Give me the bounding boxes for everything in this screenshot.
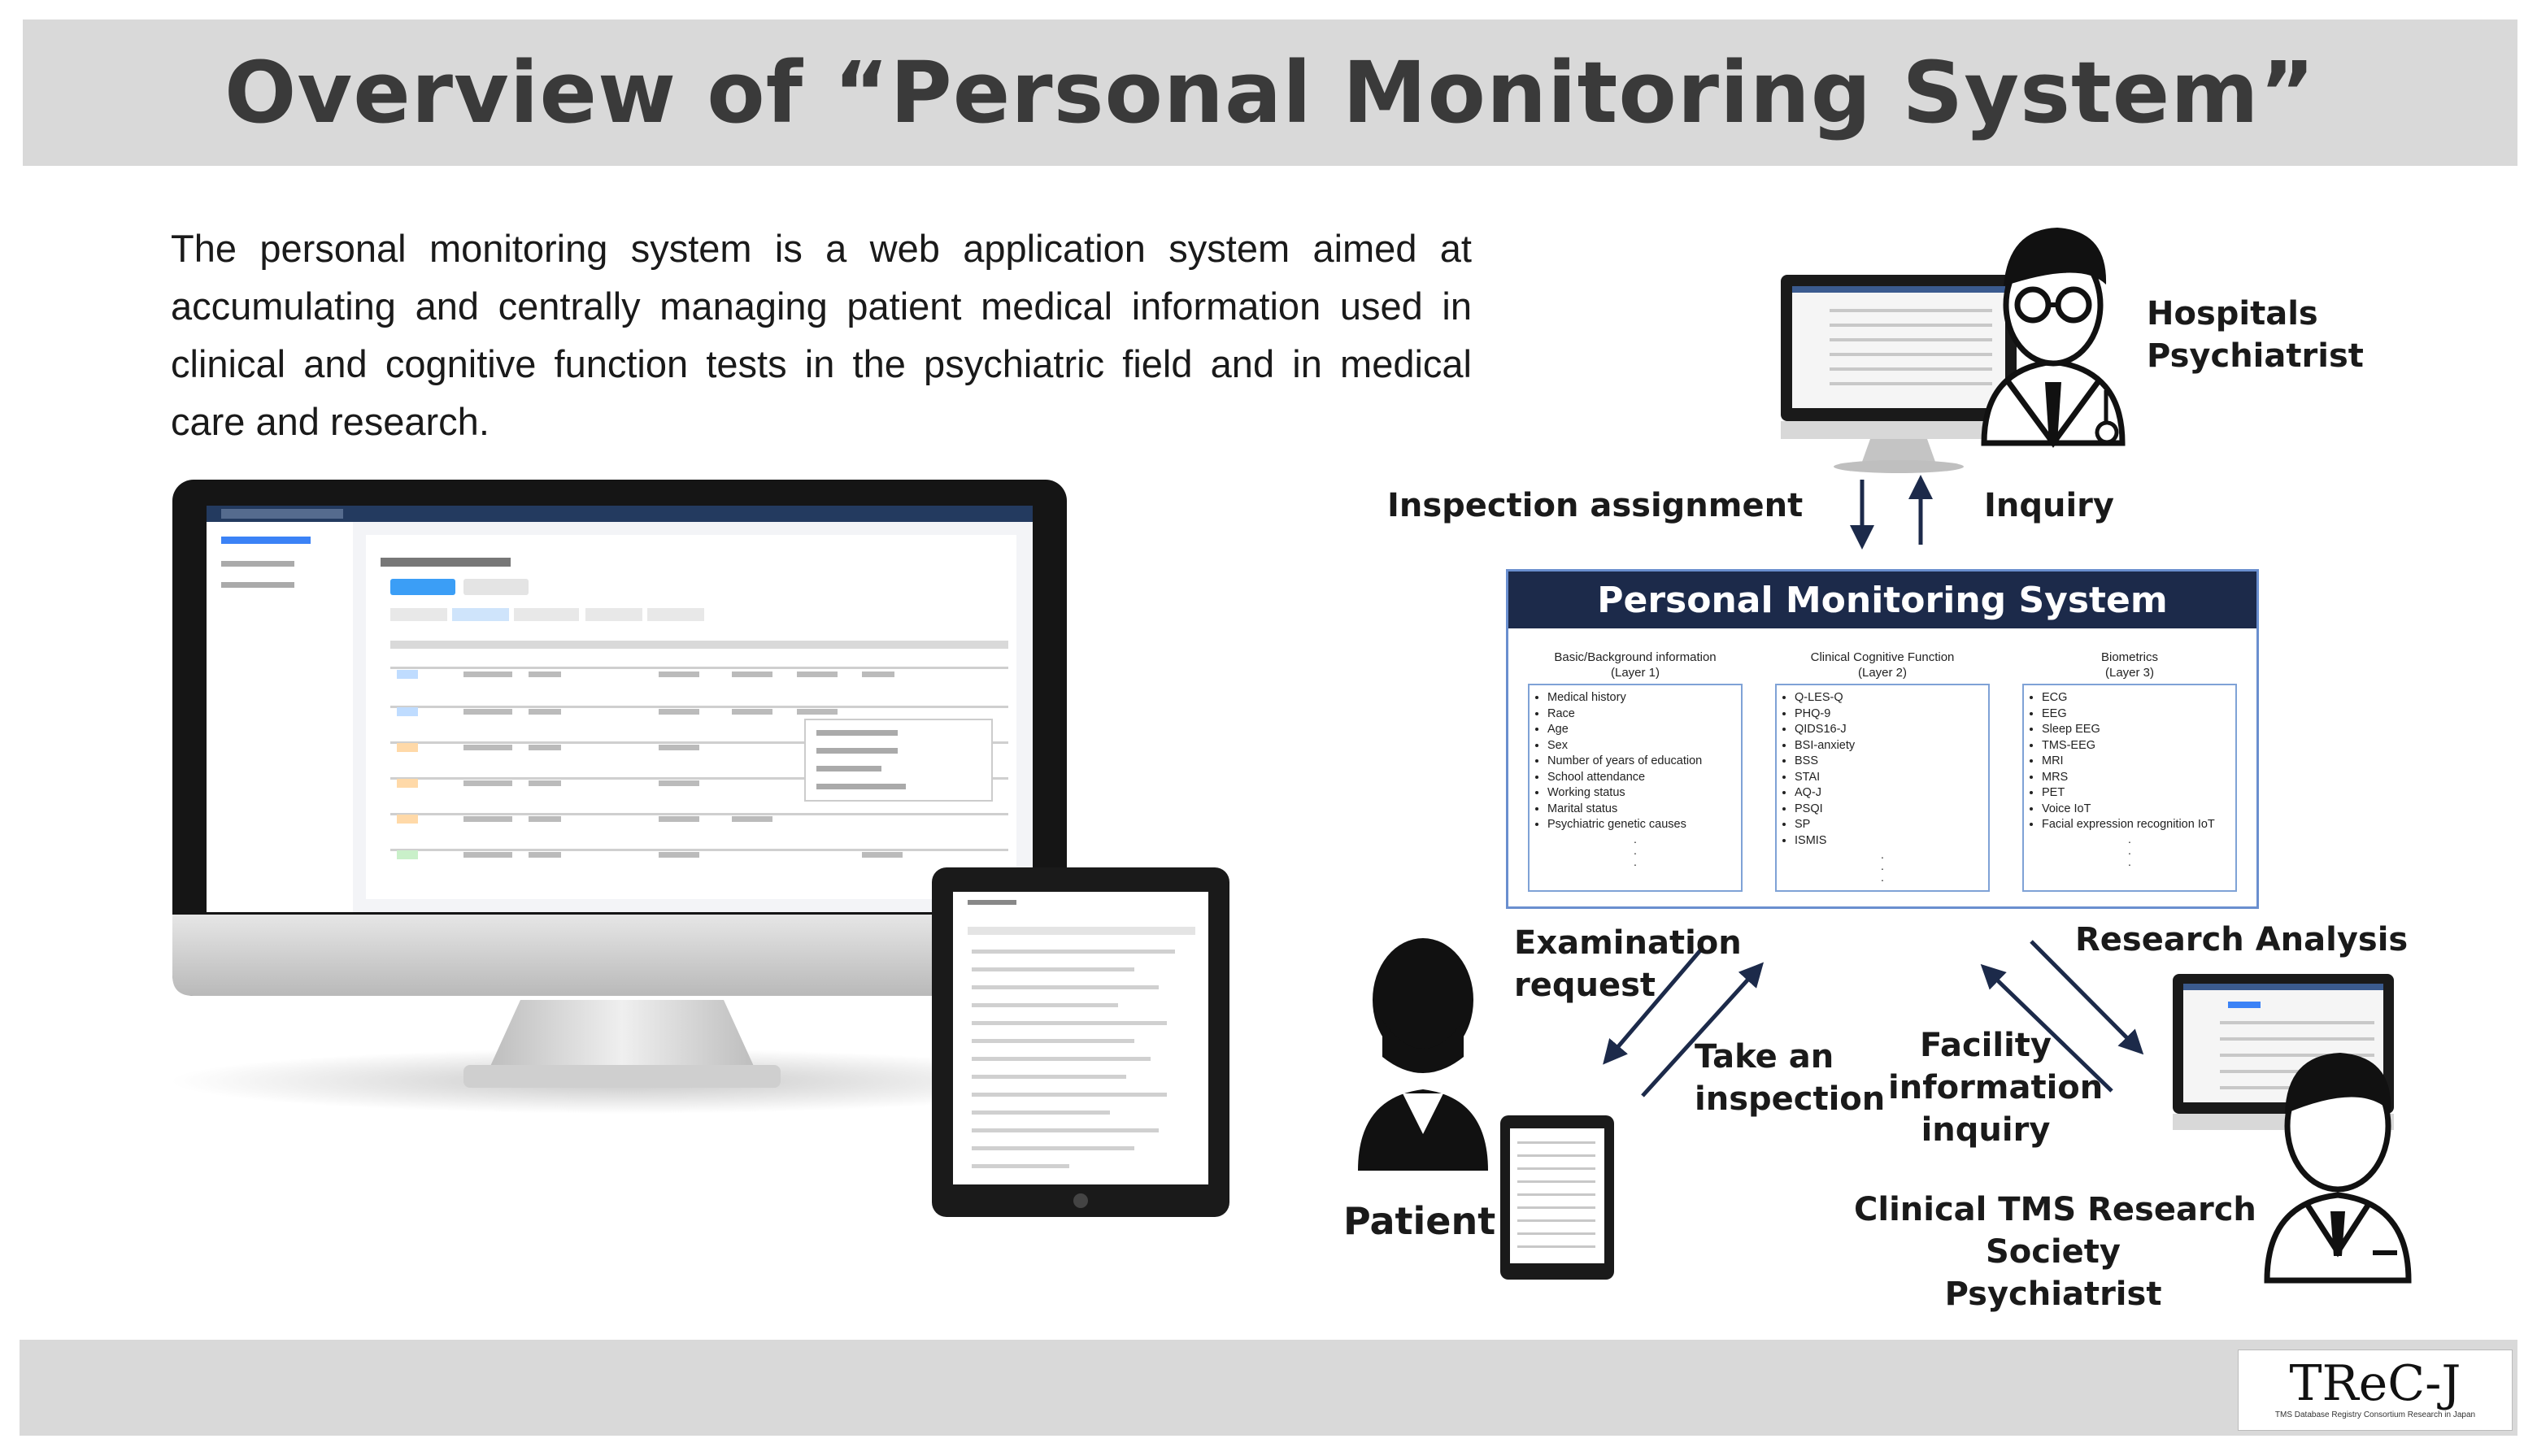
ellipsis-dots: ... [2128,832,2131,868]
hospitals-label: Hospitals Psychiatrist [2147,295,2364,375]
patient-tablet-image [1500,1115,1614,1280]
layer2-list: Q-LES-Q PHQ-9 QIDS16-J BSI-anxiety BSS S… [1775,684,1990,892]
page-title: Overview of “Personal Monitoring System” [224,43,2316,142]
list-item: AQ-J [1795,785,1982,802]
layer1-column: Basic/Background information (Layer 1) M… [1528,650,1743,892]
logo-tagline: TMS Database Registry Consortium Researc… [2274,1410,2476,1419]
arrow-facility-inquiry [1980,963,2113,1093]
list-item: ECG [2042,690,2229,706]
list-item: Sleep EEG [2042,722,2229,738]
layer3-column: Biometrics (Layer 3) ECG EEG Sleep EEG T… [2022,650,2237,892]
tablet-image [932,867,1229,1217]
list-item: Race [1547,706,1734,723]
trecj-logo: TReC-J TMS Database Registry Consortium … [2238,1350,2513,1431]
list-item: Marital status [1547,802,1734,818]
monitoring-system-title: Personal Monitoring System [1508,572,2256,628]
list-item: SP [1795,817,1982,833]
patient-icon [1358,938,1488,1171]
examination-request-label: Examination request [1514,924,1742,1004]
list-item: Voice IoT [2042,802,2229,818]
list-item: QIDS16-J [1795,722,1982,738]
clinical-tms-label: Clinical TMS Research Society Psychiatri… [1854,1191,2256,1313]
list-item: Sex [1547,738,1734,754]
doctor-icon [1981,228,2126,448]
flow-arrows [1603,475,2144,1097]
layer1-list: Medical history Race Age Sex Number of y… [1528,684,1743,892]
list-item: PSQI [1795,802,1982,818]
inspection-assignment-label: Inspection assignment [1387,487,1804,524]
list-item: EEG [2042,706,2229,723]
take-inspection-label: Take an inspection [1695,1038,1886,1118]
list-item: BSS [1795,754,1982,770]
list-item: PET [2042,785,2229,802]
list-item: ISMIS [1795,833,1982,850]
patient-label: Patient [1343,1199,1496,1243]
list-item: Number of years of education [1547,754,1734,770]
logo-name: TReC-J [2289,1355,2461,1412]
ellipsis-dots: ... [1881,848,1884,884]
layer3-list: ECG EEG Sleep EEG TMS-EEG MRI MRS PET Vo… [2022,684,2237,892]
hospital-monitor-image [1781,275,2017,473]
facility-inquiry-label: Facility information inquiry [1888,1027,2104,1149]
researcher-icon [2264,1053,2412,1284]
list-item: School attendance [1547,770,1734,786]
list-item: BSI-anxiety [1795,738,1982,754]
arrow-examination-request [1603,948,1703,1065]
list-item: TMS-EEG [2042,738,2229,754]
list-item: Facial expression recognition IoT [2042,817,2229,833]
list-item: Q-LES-Q [1795,690,1982,706]
research-analysis-label: Research Analysis [2075,921,2409,958]
list-item: PHQ-9 [1795,706,1982,723]
list-item: Age [1547,722,1734,738]
layer2-column: Clinical Cognitive Function (Layer 2) Q-… [1775,650,1990,892]
title-band: Overview of “Personal Monitoring System” [23,20,2517,166]
desktop-monitor-image [171,480,1081,1114]
arrow-take-inspection [1641,962,1765,1097]
list-item: Medical history [1547,690,1734,706]
footer-band [20,1340,2517,1436]
inquiry-label: Inquiry [1984,487,2114,524]
list-item: MRS [2042,770,2229,786]
arrow-research-analysis [2030,940,2144,1055]
list-item: STAI [1795,770,1982,786]
monitoring-system-panel: Personal Monitoring System Basic/Backgro… [1506,569,2259,909]
ellipsis-dots: ... [1634,832,1637,868]
list-item: Psychiatric genetic causes [1547,817,1734,833]
layer2-title: Clinical Cognitive Function (Layer 2) [1810,650,1955,680]
intro-paragraph: The personal monitoring system is a web … [171,227,1472,443]
layer3-title: Biometrics (Layer 3) [2100,650,2158,680]
list-item: Working status [1547,785,1734,802]
list-item: MRI [2042,754,2229,770]
layer1-title: Basic/Background information (Layer 1) [1554,650,1717,680]
